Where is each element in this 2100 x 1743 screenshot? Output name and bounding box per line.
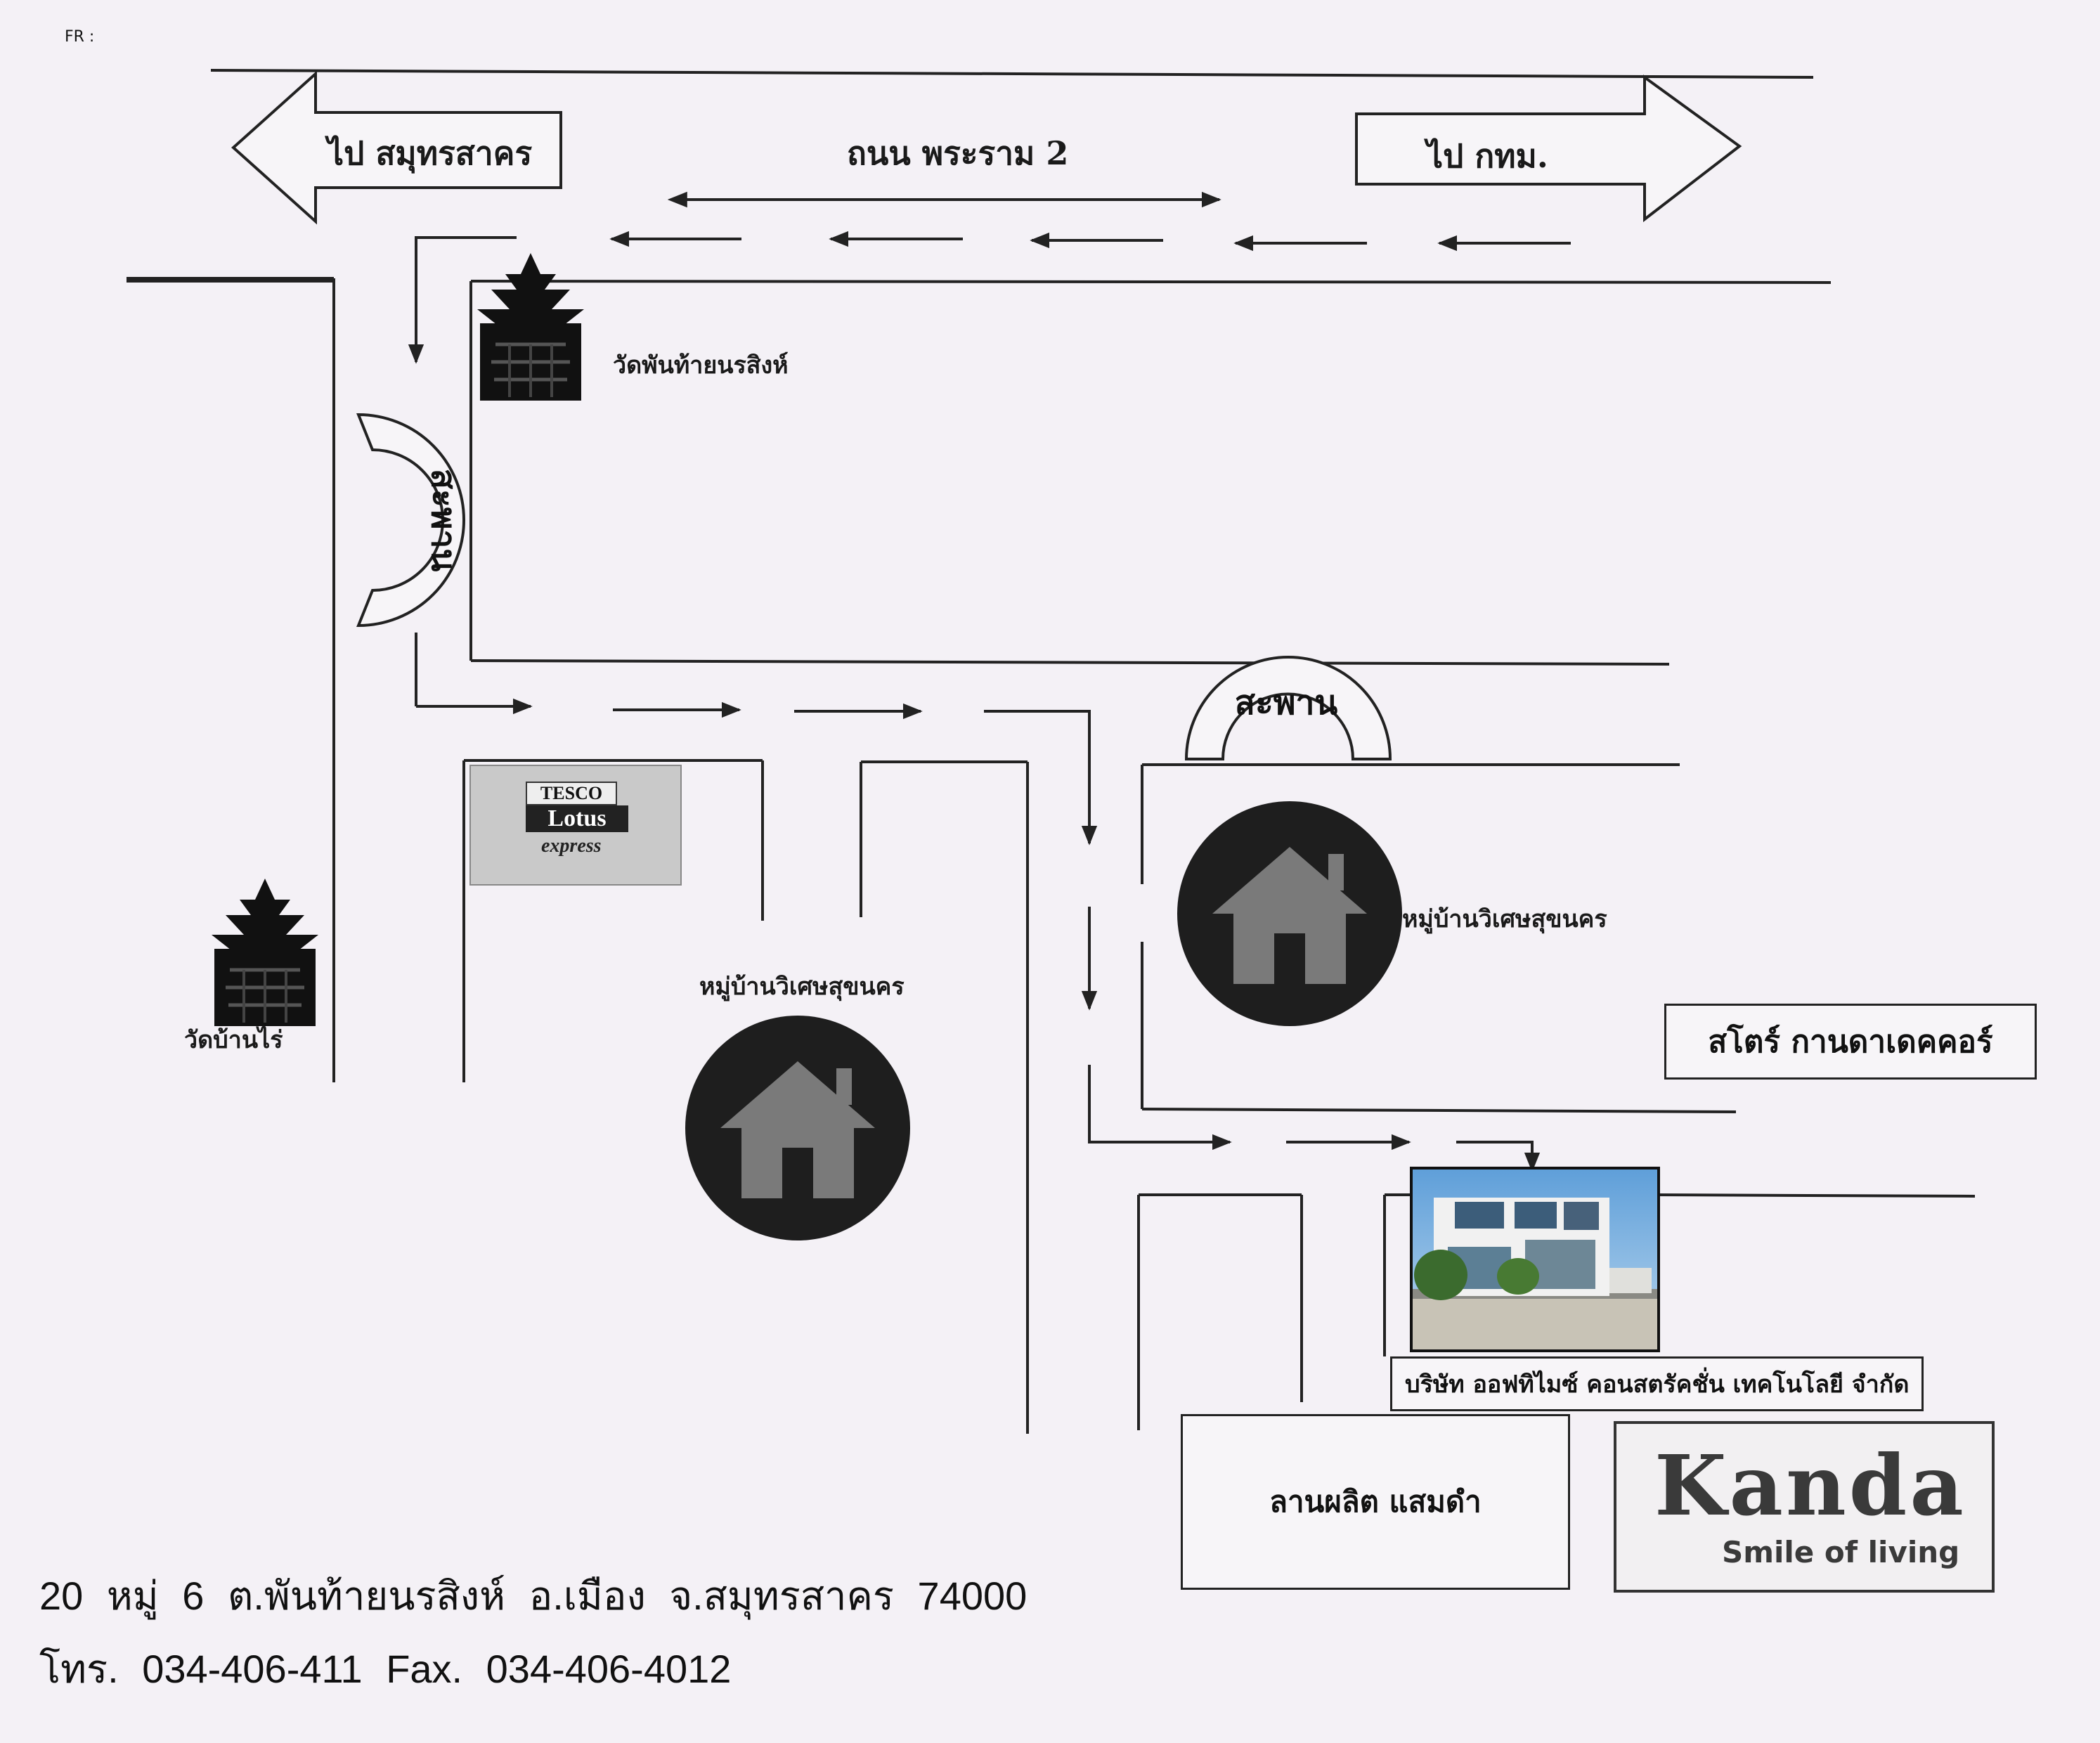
phone-line: โทร. 034-406-411 Fax. 034-406-4012 — [39, 1647, 732, 1691]
kanda-name: Kanda — [1654, 1437, 1966, 1534]
bridge-2: สะพาน — [1184, 656, 1392, 760]
kanda-logo: Kanda Smile of living — [1614, 1421, 1995, 1593]
local-roads — [127, 277, 1976, 1434]
to-bangkok-label: ไป กทม. — [1427, 137, 1548, 175]
fax-header: FR : — [65, 28, 95, 46]
wat-phanthai-label: วัดพันท้ายนรสิงห์ — [613, 351, 789, 380]
arrow-to-bangkok — [1355, 74, 1742, 223]
highway-rama2 — [127, 69, 1832, 364]
company-label: บริษัท ออฟทิไมซ์ คอนสตรัคชั่น เทคโนโลยี … — [1405, 1371, 1910, 1399]
temple-icon — [212, 879, 318, 1026]
production-yard-box: ลานผลิต แสมดำ — [1181, 1414, 1570, 1590]
temple-icon — [477, 253, 584, 401]
arrow-to-samut-sakhon — [231, 70, 562, 225]
company-building-photo — [1410, 1167, 1660, 1352]
village-1-label: หมู่บ้านวิเศษสุขนคร — [1402, 905, 1607, 933]
house-icon — [685, 1016, 910, 1240]
bridge-1: สะพาน — [356, 413, 465, 628]
store-label: สโตร์ กานดาเดคคอร์ — [1708, 1024, 1993, 1060]
tesco-text: TESCO — [526, 782, 617, 805]
lotus-text: Lotus — [526, 805, 628, 832]
village-2-label: หมู่บ้านวิเศษสุขนคร — [699, 973, 905, 1001]
to-samut-sakhon-label: ไป สมุทรสาคร — [328, 134, 533, 172]
production-yard-label: ลานผลิต แสมดำ — [1269, 1484, 1482, 1519]
house-icon — [1177, 801, 1402, 1026]
tesco-lotus-logo: TESCO Lotus express — [469, 765, 682, 886]
store-box: สโตร์ กานดาเดคคอร์ — [1664, 1004, 2037, 1080]
address-line: 20 หมู่ 6 ต.พันท้ายนรสิงห์ อ.เมือง จ.สมุ… — [39, 1574, 1028, 1618]
bridge-1-label: สะพาน — [424, 469, 463, 572]
company-box: บริษัท ออฟทิไมซ์ คอนสตรัคชั่น เทคโนโลยี … — [1390, 1356, 1924, 1411]
express-text: express — [541, 835, 602, 857]
bridge-2-label: สะพาน — [1235, 683, 1338, 723]
wat-ban-rai-label: วัดบ้านไร่ — [184, 1026, 283, 1054]
main-road-label: ถนน พระราม 2 — [847, 134, 1069, 172]
kanda-tagline: Smile of living — [1722, 1535, 1960, 1569]
